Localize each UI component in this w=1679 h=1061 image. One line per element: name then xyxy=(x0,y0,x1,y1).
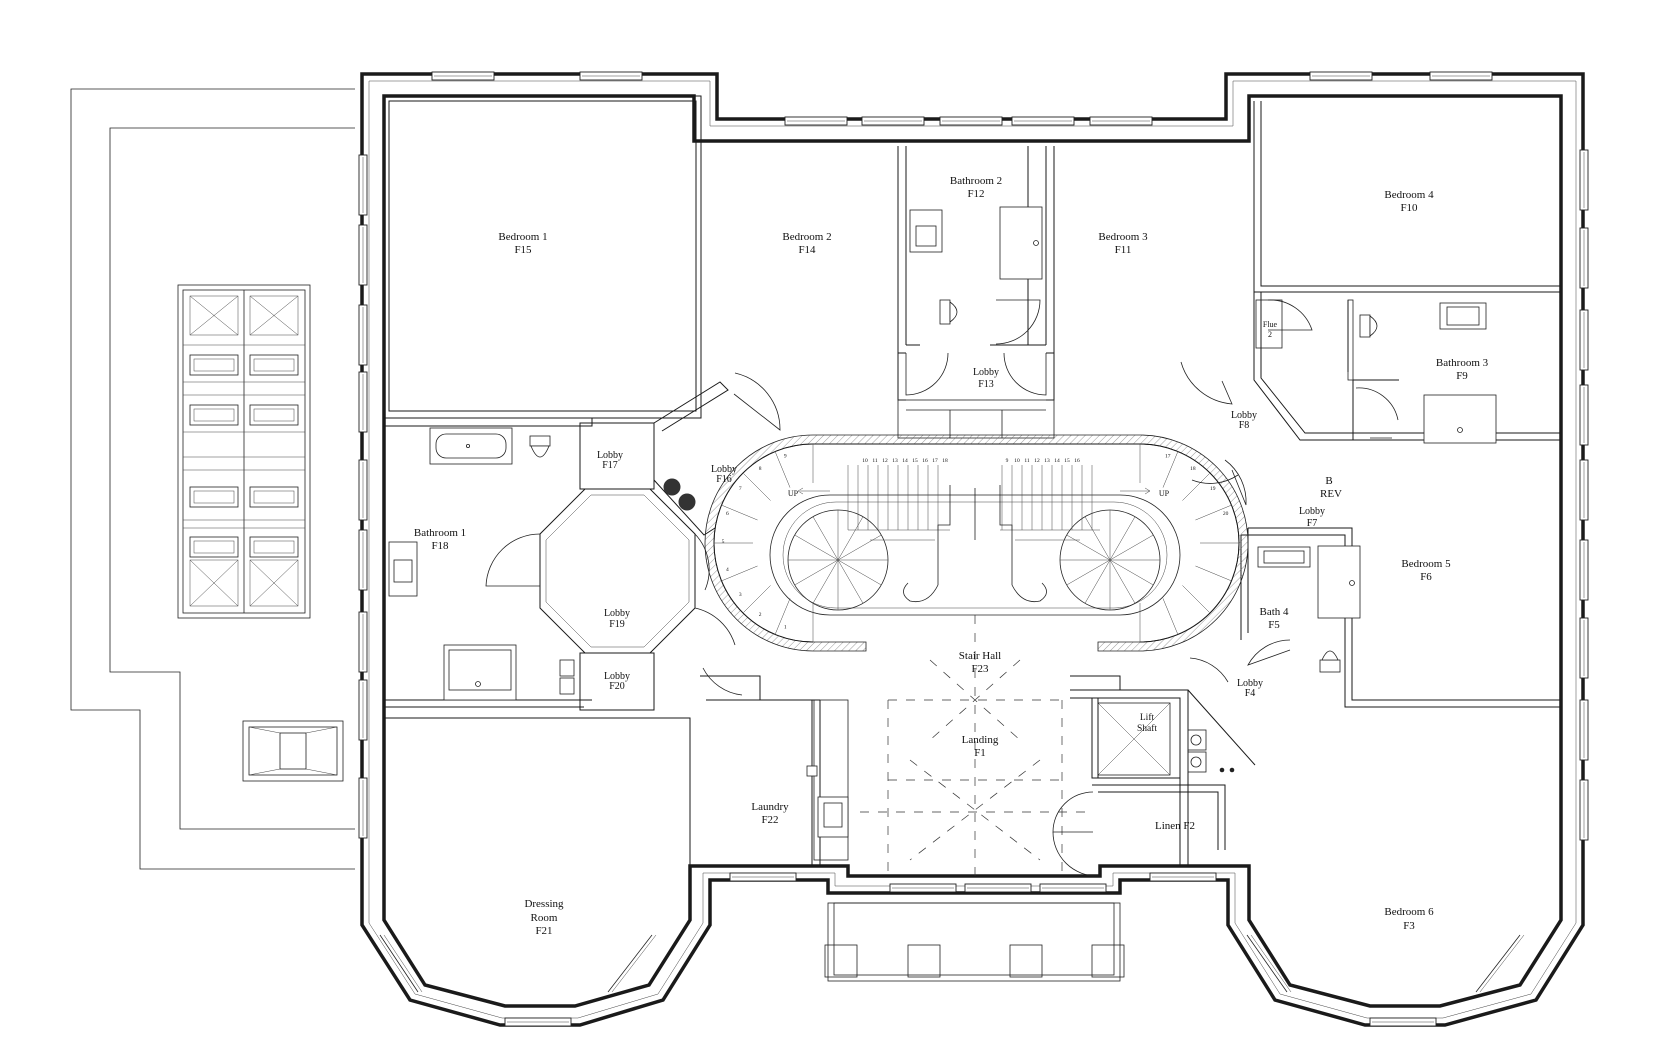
ceiling-dashes xyxy=(860,615,1090,876)
stair-step-number: 13 xyxy=(1044,458,1050,464)
room-bathroom-2-code: F12 xyxy=(967,188,984,200)
room-bath-4-name: Bath 4 xyxy=(1259,606,1289,618)
terrace-outline xyxy=(70,88,355,870)
room-labels: Bedroom 1 F15 Bedroom 2 F14 Bathroom 2 F… xyxy=(414,175,1489,937)
room-lobby-f16-code: F16 xyxy=(716,474,732,485)
stair-step-number: 20 xyxy=(1223,511,1229,517)
room-bathroom-3-name: Bathroom 3 xyxy=(1436,357,1489,369)
room-lobby-f17-code: F17 xyxy=(602,460,618,471)
room-flue-code: 2 xyxy=(1268,330,1272,339)
stair-step-number: 4 xyxy=(726,567,729,573)
stair-step-number: 11 xyxy=(872,458,878,464)
windows xyxy=(358,71,1589,1027)
room-bedroom-1-code: F15 xyxy=(514,244,532,256)
room-bathroom-1-code: F18 xyxy=(431,540,449,552)
room-bath-4-code: F5 xyxy=(1268,619,1280,631)
room-lift-line2: Shaft xyxy=(1137,723,1157,734)
stair-step-number: 9 xyxy=(1006,458,1009,464)
stair-step-number: 5 xyxy=(722,539,725,545)
room-bedroom-4-name: Bedroom 4 xyxy=(1384,189,1434,201)
interior-walls xyxy=(383,95,1561,866)
room-bedroom-4-code: F10 xyxy=(1400,202,1418,214)
room-bedroom-3-code: F11 xyxy=(1115,244,1132,256)
room-lobby-f16-name: Lobby xyxy=(711,464,737,475)
stair-step-number: 6 xyxy=(726,511,729,517)
stair-step-number: 18 xyxy=(1190,466,1196,472)
room-rev-line2: REV xyxy=(1320,488,1342,500)
stair-step-number: 14 xyxy=(902,458,908,464)
stair-step-number: 19 xyxy=(1210,486,1216,492)
stair-step-number: 2 xyxy=(759,612,762,618)
room-linen-name: Linen F2 xyxy=(1155,820,1195,832)
room-bedroom-5-code: F6 xyxy=(1420,571,1432,583)
room-lobby-f19-code: F19 xyxy=(609,619,625,630)
stair-step-number: 16 xyxy=(922,458,928,464)
room-laundry-name: Laundry xyxy=(751,801,789,813)
room-flue-name: Flue xyxy=(1263,320,1278,329)
room-bathroom-1-name: Bathroom 1 xyxy=(414,527,466,539)
room-stair-hall-code: F23 xyxy=(971,663,989,675)
stair-step-number: 8 xyxy=(759,466,762,472)
stair-step-number: 15 xyxy=(912,458,918,464)
room-lobby-f13-code: F13 xyxy=(978,379,994,390)
entrance-porch xyxy=(824,902,1125,982)
room-dressing-line2: Room xyxy=(531,912,558,924)
room-bedroom-5-name: Bedroom 5 xyxy=(1401,558,1451,570)
room-bedroom-6-name: Bedroom 6 xyxy=(1384,906,1434,918)
roof-vent xyxy=(242,720,344,782)
roof-lantern xyxy=(177,284,311,619)
room-landing-name: Landing xyxy=(962,734,999,746)
room-laundry-code: F22 xyxy=(761,814,778,826)
stair-step-number: 17 xyxy=(932,458,938,464)
room-bathroom-2-name: Bathroom 2 xyxy=(950,175,1002,187)
room-lobby-f8-name: Lobby xyxy=(1231,410,1257,421)
stair-step-number: 13 xyxy=(892,458,898,464)
stair-step-number: 10 xyxy=(862,458,868,464)
exterior-walls xyxy=(360,72,1585,1027)
stair-step-number: 16 xyxy=(1074,458,1080,464)
room-lobby-f17-name: Lobby xyxy=(597,450,623,461)
room-lobby-f19-name: Lobby xyxy=(604,608,630,619)
room-lobby-f4-code: F4 xyxy=(1245,688,1256,699)
room-bedroom-3-name: Bedroom 3 xyxy=(1098,231,1148,243)
room-lift-line1: Lift xyxy=(1140,712,1155,723)
room-lobby-f8-code: F8 xyxy=(1239,420,1250,431)
room-lobby-f13-name: Lobby xyxy=(973,367,999,378)
stair-step-number: 1 xyxy=(784,625,787,631)
stair-step-number: 12 xyxy=(882,458,888,464)
room-lobby-f4-name: Lobby xyxy=(1237,678,1263,689)
room-bedroom-2-code: F14 xyxy=(798,244,816,256)
room-bedroom-1-name: Bedroom 1 xyxy=(498,231,547,243)
room-bathroom-3-code: F9 xyxy=(1456,370,1468,382)
room-lobby-f20-name: Lobby xyxy=(604,671,630,682)
room-dressing-code: F21 xyxy=(535,925,552,937)
stair-step-number: 17 xyxy=(1165,453,1171,459)
fixtures xyxy=(388,206,1497,838)
stair-step-number: 12 xyxy=(1034,458,1040,464)
stair-step-number: 3 xyxy=(739,592,742,598)
stair-up-label-right: UP xyxy=(1159,489,1170,498)
room-stair-hall-name: Stair Hall xyxy=(959,650,1001,662)
room-bedroom-6-code: F3 xyxy=(1403,920,1415,932)
room-bedroom-2-name: Bedroom 2 xyxy=(782,231,831,243)
door-swings xyxy=(485,299,1399,877)
room-rev-line1: B xyxy=(1325,475,1332,487)
stair-step-number: 11 xyxy=(1024,458,1030,464)
stair-step-number: 7 xyxy=(739,486,742,492)
stair-step-number: 15 xyxy=(1064,458,1070,464)
room-landing-code: F1 xyxy=(974,747,986,759)
stair-up-label-left: UP xyxy=(788,489,799,498)
stair-step-number: 9 xyxy=(784,453,787,459)
room-dressing-line1: Dressing xyxy=(524,898,564,910)
stair-step-number: 18 xyxy=(942,458,948,464)
stair-step-number: 10 xyxy=(1014,458,1020,464)
room-lobby-f7-code: F7 xyxy=(1307,518,1318,529)
room-lobby-f7-name: Lobby xyxy=(1299,506,1325,517)
room-lobby-f20-code: F20 xyxy=(609,681,625,692)
stair-step-number: 14 xyxy=(1054,458,1060,464)
